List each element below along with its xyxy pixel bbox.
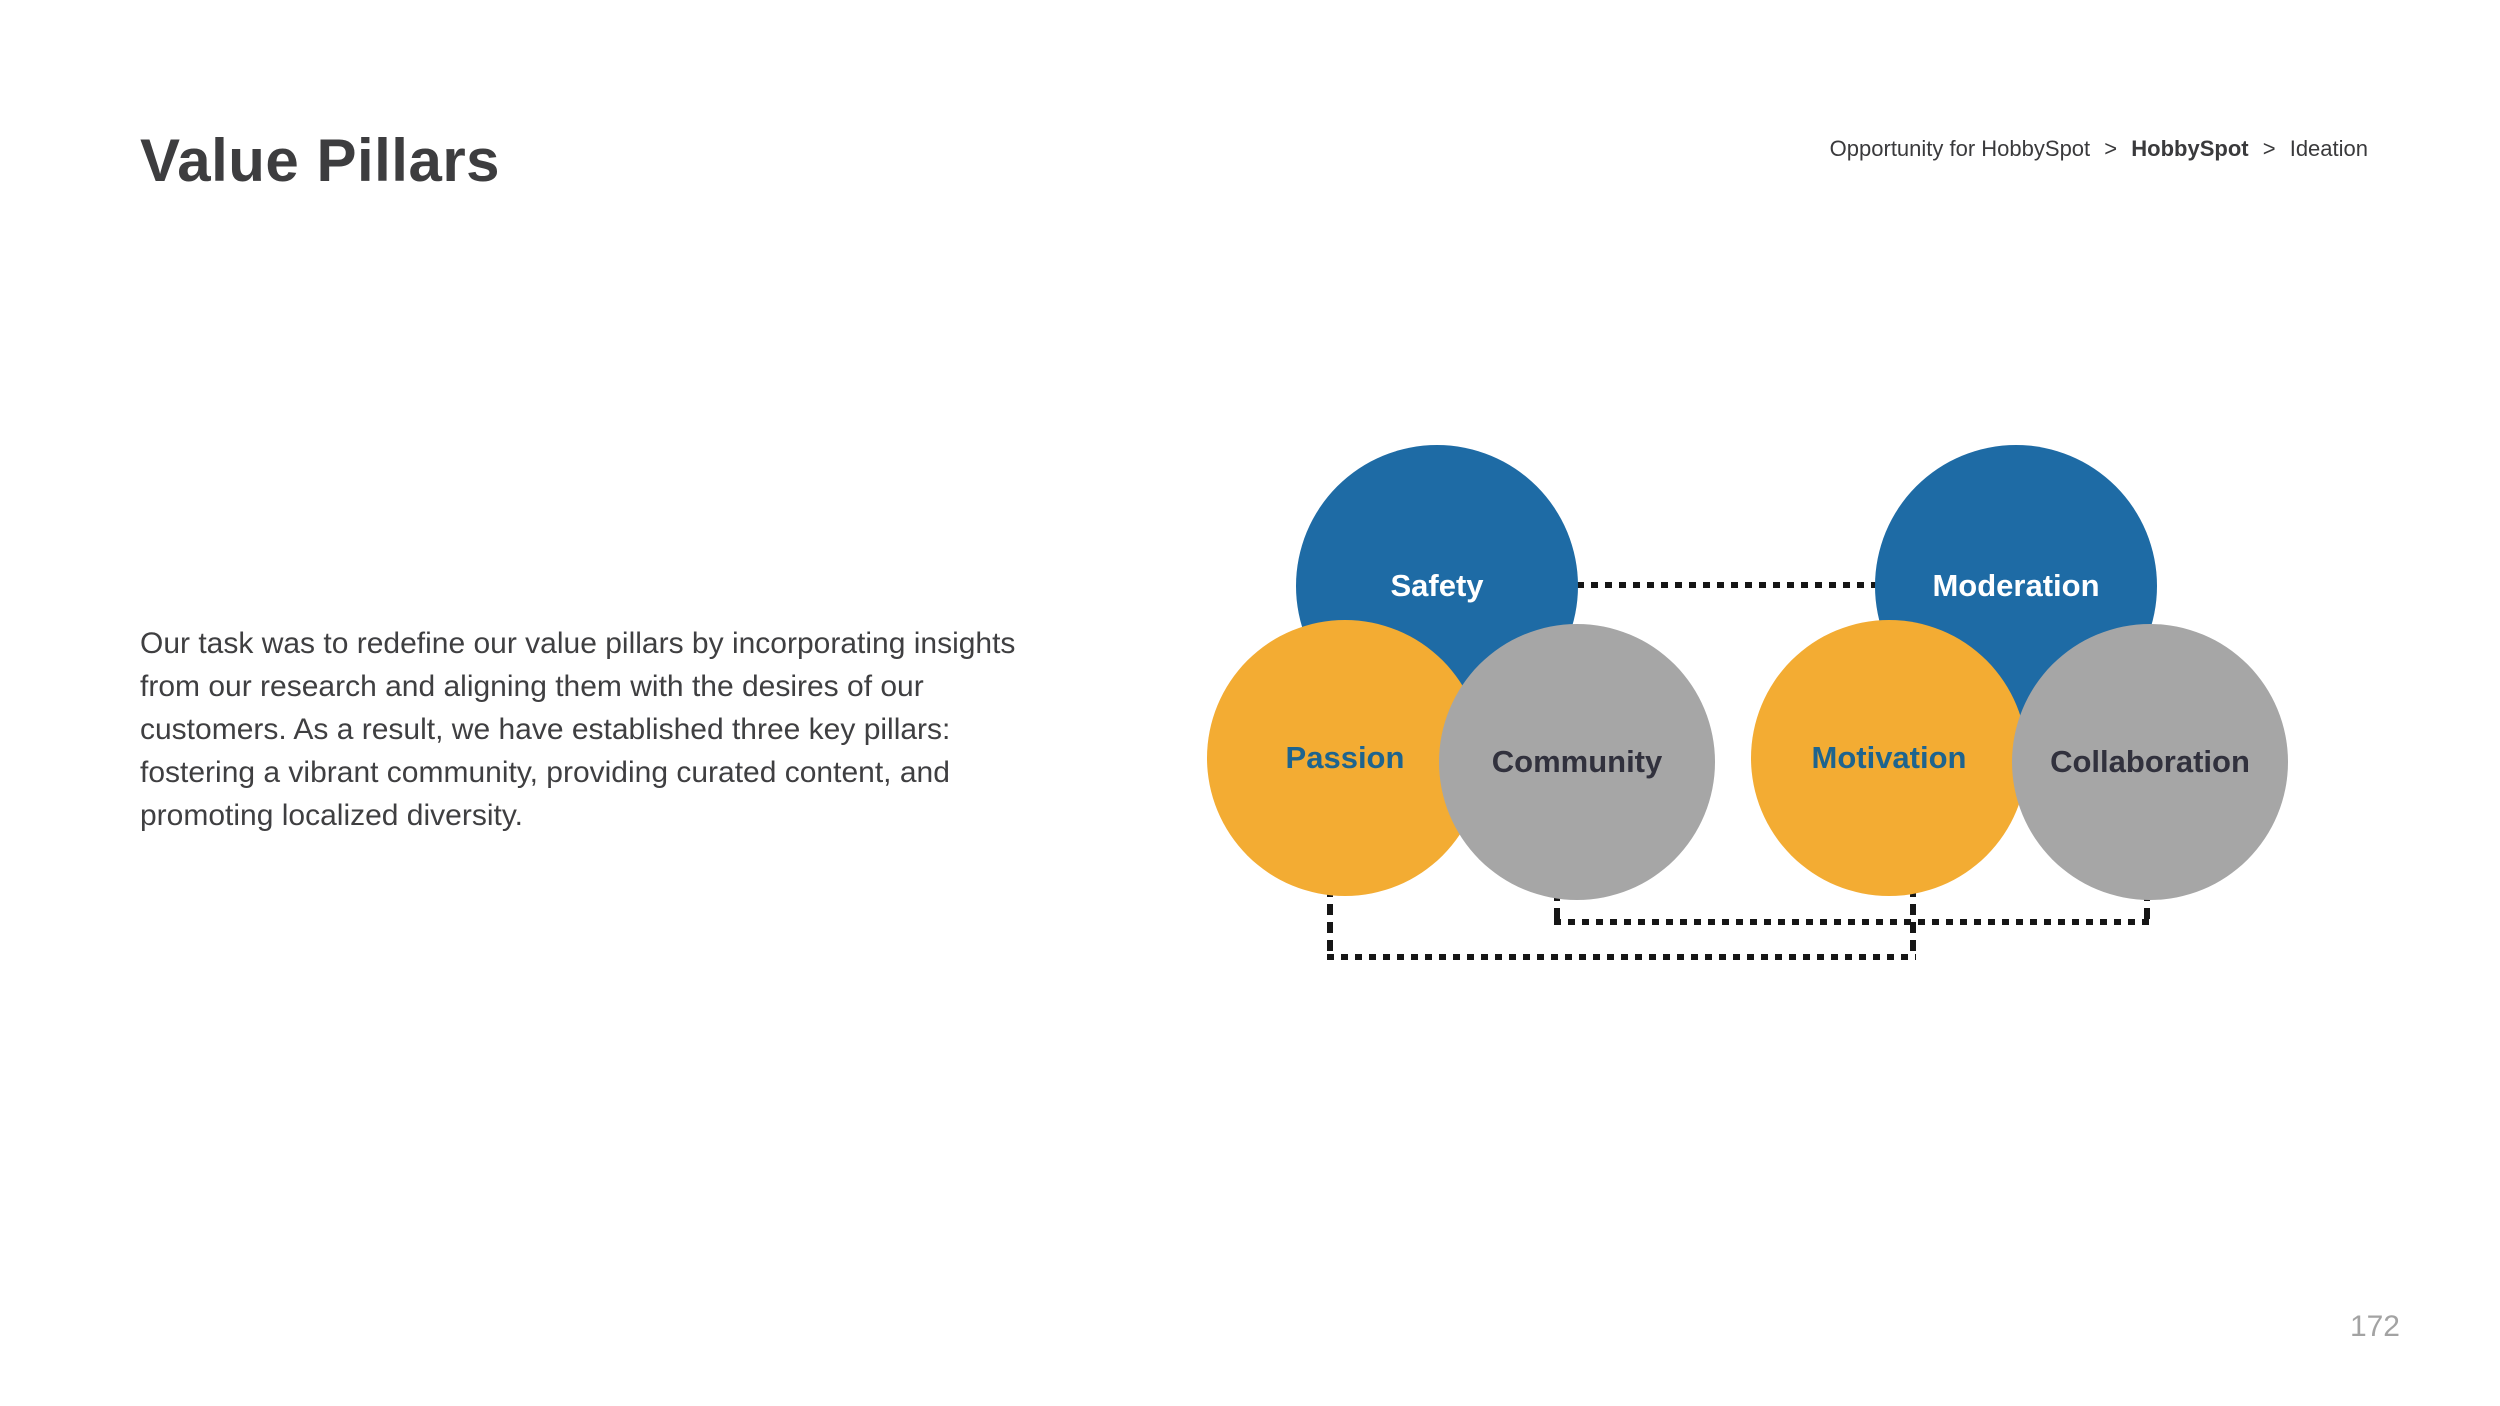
page-number: 172 [2349,1310,2400,1343]
circle-label: Safety [1390,568,1484,603]
circle-label: Motivation [1811,740,1967,775]
circle-label: Passion [1285,740,1405,775]
breadcrumb-separator-icon: > [2104,136,2118,161]
breadcrumb-item: Ideation [2289,136,2368,161]
circle-label: Collaboration [2050,744,2250,779]
page-title: Value Pillars [140,127,501,194]
circle-label: Community [1491,744,1663,779]
breadcrumb-item-current: HobbySpot [2131,136,2249,161]
breadcrumb: Opportunity for HobbySpot > HobbySpot > … [1830,136,2368,162]
circle-community: Community [1439,624,1715,900]
circle-motivation: Motivation [1751,620,2027,896]
circle-passion: Passion [1207,620,1483,896]
body-paragraph: Our task was to redefine our value pilla… [140,627,1016,832]
circle-label: Moderation [1932,568,2100,603]
breadcrumb-separator-icon: > [2262,136,2276,161]
breadcrumb-item: Opportunity for HobbySpot [1829,136,2091,161]
circle-collaboration: Collaboration [2012,624,2288,900]
